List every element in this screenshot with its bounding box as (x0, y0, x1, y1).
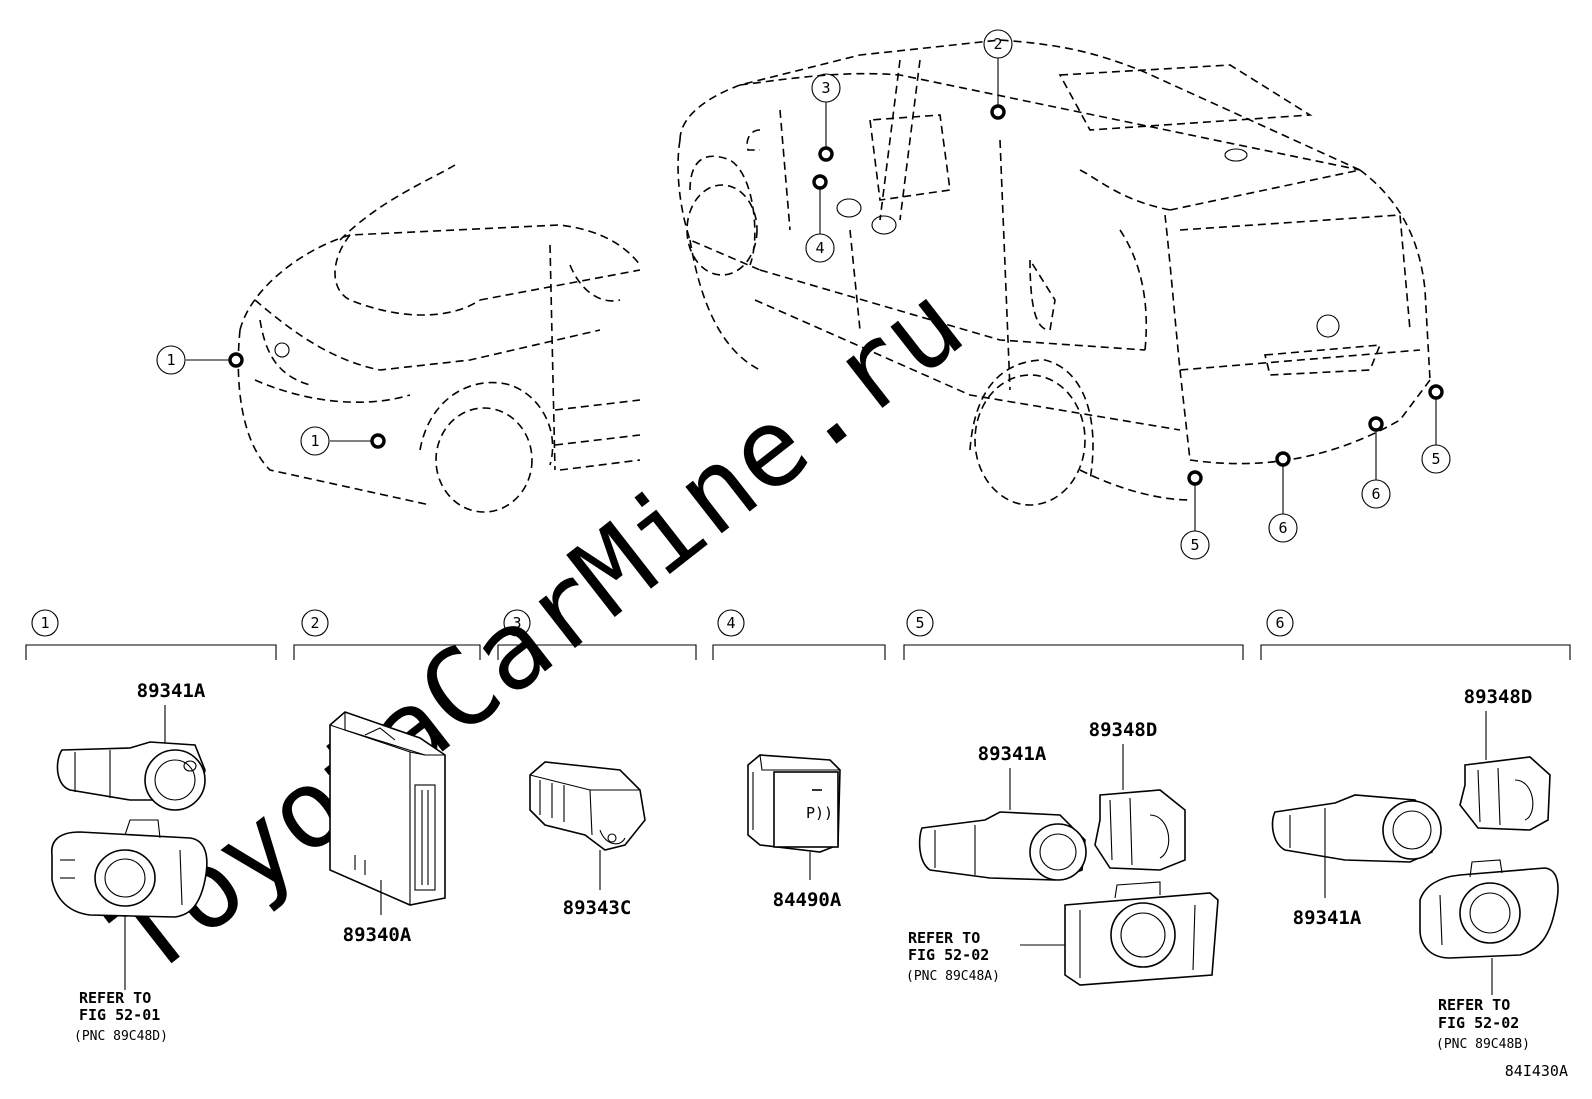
rear-sensor-part (918, 811, 1087, 881)
section-3: 89343C (529, 761, 646, 919)
svg-text:5: 5 (1431, 450, 1440, 468)
svg-text:4: 4 (815, 239, 824, 257)
svg-text:REFER TO: REFER TO (79, 989, 151, 1007)
svg-text:(PNC 89C48B): (PNC 89C48B) (1436, 1037, 1530, 1052)
control-module-part (329, 711, 446, 906)
part-number-89340A: 89340A (343, 924, 412, 946)
drawing-code: 84I430A (1505, 1062, 1568, 1080)
svg-text:5: 5 (1190, 536, 1199, 554)
svg-text:1: 1 (40, 614, 49, 632)
svg-text:1: 1 (166, 351, 175, 369)
svg-text:FIG 52-02: FIG 52-02 (1438, 1014, 1519, 1032)
sensor-retainer-part (1094, 789, 1186, 871)
svg-text:REFER TO: REFER TO (908, 929, 980, 947)
svg-text:6: 6 (1278, 519, 1287, 537)
svg-text:1: 1 (310, 432, 319, 450)
motion-sensor-part (529, 761, 646, 851)
watermark: ToyotaCarMine.ru (89, 261, 986, 1000)
part-number-89341A-6: 89341A (1293, 907, 1362, 929)
svg-text:REFER TO: REFER TO (1438, 996, 1510, 1014)
svg-text:3: 3 (512, 614, 521, 632)
part-number-89348D-5: 89348D (1089, 719, 1158, 741)
part-number-84490A: 84490A (773, 889, 842, 911)
part-number-89343C: 89343C (563, 897, 632, 919)
section-1: 89341A REFER TO FIG 52-01 (PNC 89C48D) (51, 680, 208, 1044)
section-6: 89348D 89341A REFER TO FIG 52-02 (PNC 89… (1271, 686, 1559, 1052)
sensor-bezel-part (51, 819, 208, 918)
part-number-89348D-6: 89348D (1464, 686, 1533, 708)
svg-text:(PNC 89C48D): (PNC 89C48D) (74, 1029, 168, 1044)
svg-text:2: 2 (310, 614, 319, 632)
location-markers: 1 1 2 3 4 5 5 6 (156, 29, 1451, 560)
rear-sensor-part-6 (1271, 794, 1442, 863)
rear-retainer-part (1459, 756, 1551, 831)
svg-text:P)): P)) (806, 804, 833, 822)
svg-text:6: 6 (1371, 485, 1380, 503)
part-number-89341A-5: 89341A (978, 743, 1047, 765)
svg-text:(PNC 89C48A): (PNC 89C48A) (906, 969, 1000, 984)
section-headers: 1 2 3 4 5 6 (25, 609, 1571, 660)
rear-bezel-part-6 (1419, 859, 1559, 959)
part-number-89341A: 89341A (137, 680, 206, 702)
parking-sensor-part (56, 741, 206, 811)
rear-bezel-part (1064, 881, 1219, 986)
svg-text:4: 4 (726, 614, 735, 632)
svg-text:2: 2 (993, 35, 1002, 53)
parking-switch-part: P)) (747, 754, 841, 853)
svg-text:6: 6 (1275, 614, 1284, 632)
front-car-view (237, 164, 641, 513)
section-4: P)) 84490A (747, 754, 842, 911)
section-2: 89340A (329, 711, 446, 946)
svg-text:FIG 52-02: FIG 52-02 (908, 946, 989, 964)
section-5: 89341A 89348D REFER TO FIG 52-02 (PNC 89… (906, 719, 1219, 986)
svg-text:5: 5 (915, 614, 924, 632)
svg-text:FIG 52-01: FIG 52-01 (79, 1006, 160, 1024)
svg-text:3: 3 (821, 79, 830, 97)
